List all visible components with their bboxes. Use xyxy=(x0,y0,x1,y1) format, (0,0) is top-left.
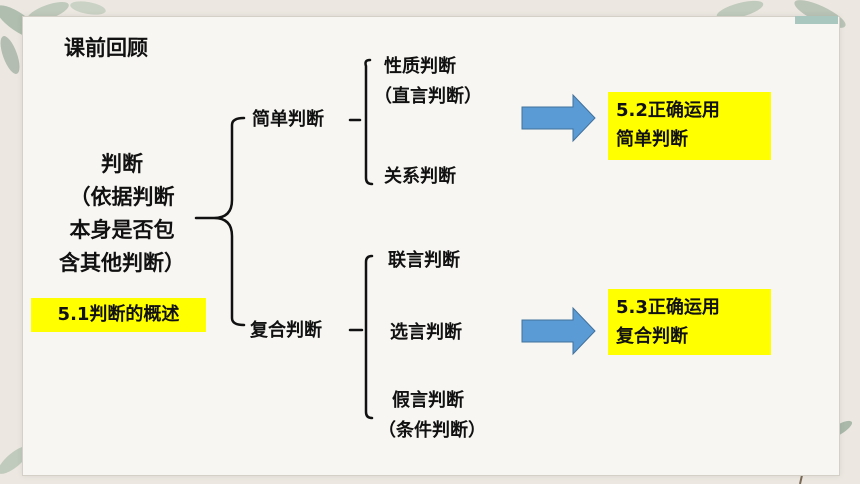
root-line-2: （依据判断 xyxy=(69,185,175,209)
section-53-line-2: 复合判断 xyxy=(616,326,688,347)
section-52-line-2: 简单判断 xyxy=(616,129,688,150)
arrow-to-53-icon xyxy=(521,306,596,356)
root-line-3: 本身是否包 xyxy=(69,218,175,242)
simple-judgment-node: 简单判断 xyxy=(252,109,324,130)
section-53-box: 5.3正确运用 复合判断 xyxy=(608,289,771,355)
section-51-box: 5.1判断的概述 xyxy=(31,298,206,332)
compound-brace xyxy=(348,254,374,420)
relation-judgment-node: 关系判断 xyxy=(384,166,456,187)
conjunctive-judgment-node: 联言判断 xyxy=(388,250,460,271)
root-line-4: 含其他判断） xyxy=(59,251,185,275)
property-judgment-node: 性质判断 xyxy=(384,56,456,77)
conditional-judgment-label: （条件判断） xyxy=(378,420,486,441)
root-brace xyxy=(194,116,246,327)
compound-judgment-node: 复合判断 xyxy=(250,320,322,341)
hypothetical-judgment-node: 假言判断 xyxy=(392,390,464,411)
disjunctive-judgment-node: 选言判断 xyxy=(390,322,462,343)
leaf-decoration-bottom-left-icon xyxy=(0,446,30,474)
corner-accent xyxy=(795,16,838,24)
section-52-box: 5.2正确运用 简单判断 xyxy=(608,92,771,160)
arrow-to-52-icon xyxy=(521,93,596,143)
root-node: 判断 （依据判断 本身是否包 含其他判断） xyxy=(42,148,202,280)
section-53-line-1: 5.3正确运用 xyxy=(616,297,720,318)
section-52-line-1: 5.2正确运用 xyxy=(616,100,720,121)
direct-judgment-label: （直言判断） xyxy=(374,86,482,107)
root-line-1: 判断 xyxy=(101,152,143,176)
page-title: 课前回顾 xyxy=(64,36,148,60)
simple-brace xyxy=(348,58,374,186)
